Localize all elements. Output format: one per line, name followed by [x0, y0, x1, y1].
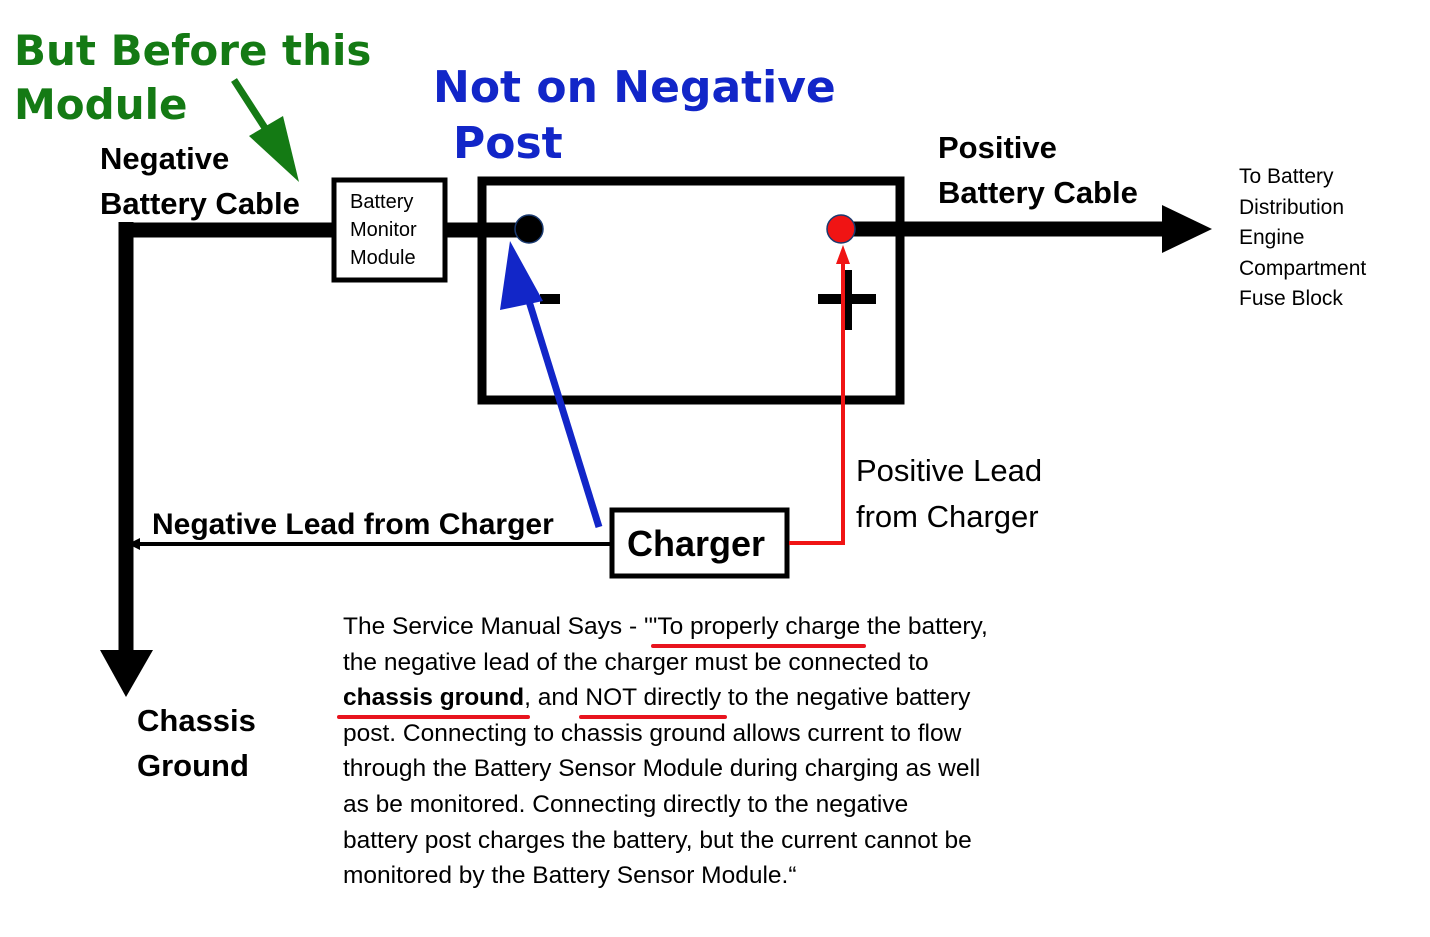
- charger-label: Charger: [627, 523, 766, 564]
- positive-terminal-symbol-v: [842, 270, 852, 330]
- quote-text: the battery,: [860, 613, 988, 640]
- battery-box: [477, 176, 905, 405]
- negative-lead-arrowhead: [128, 538, 140, 550]
- negative-battery-cable-label: Negative Battery Cable: [100, 136, 300, 226]
- quote-line: battery post charges the battery, but th…: [343, 826, 972, 854]
- chassis-ground-label: Chassis Ground: [137, 698, 256, 788]
- annotation-but-before-this-module: But Before this Module: [14, 24, 371, 132]
- negative-cable-label-line1: Negative: [100, 141, 230, 176]
- positive-lead-arrowhead: [836, 245, 850, 264]
- destination-line: Distribution: [1239, 195, 1345, 219]
- destination-line: To Battery: [1239, 165, 1334, 188]
- underlined-chassis-ground: chassis ground: [343, 684, 525, 712]
- quote-text: , and: [524, 684, 586, 712]
- module-label-line3: Module: [350, 247, 416, 269]
- blue-arrow-head: [500, 241, 543, 310]
- quote-line: through the Battery Sensor Module during…: [343, 755, 981, 783]
- negative-lead-label: Negative Lead from Charger: [152, 508, 554, 541]
- quote-line: monitored by the Battery Sensor Module.“: [343, 862, 797, 890]
- battery-monitor-module-label: Battery Monitor Module: [350, 188, 417, 272]
- quote-text: to the negative battery: [721, 684, 971, 712]
- positive-battery-cable-label: Positive Battery Cable: [938, 125, 1138, 215]
- destination-line: Fuse Block: [1239, 287, 1343, 310]
- underlined-to-properly-charge: To properly charge: [657, 613, 861, 640]
- positive-post: [826, 214, 856, 244]
- quote-line: the negative lead of the charger must be…: [343, 648, 929, 676]
- quote-line: post. Connecting to chassis ground allow…: [343, 719, 962, 747]
- annotation-green-line2: Module: [14, 80, 188, 129]
- service-manual-quote: The Service Manual Says - '"To properly …: [343, 609, 1083, 894]
- module-label-line2: Monitor: [350, 219, 417, 241]
- positive-lead-label: Positive Lead from Charger: [856, 448, 1042, 540]
- green-arrow-head: [249, 116, 299, 182]
- annotation-not-on-negative-post: Not on Negative Post: [433, 60, 836, 172]
- annotation-blue-line1: Not on Negative: [433, 62, 836, 113]
- destination-label: To Battery Distribution Engine Compartme…: [1239, 162, 1366, 315]
- positive-lead-label-line2: from Charger: [856, 499, 1039, 534]
- chassis-ground-arrowhead: [100, 650, 153, 697]
- destination-line: Engine: [1239, 226, 1305, 249]
- negative-cable-label-line2: Battery Cable: [100, 186, 300, 221]
- negative-post: [514, 214, 544, 244]
- chassis-ground-label-line1: Chassis: [137, 703, 256, 738]
- negative-terminal-symbol: [540, 294, 560, 304]
- quote-line: The Service Manual Says - '"To properly …: [343, 609, 1083, 645]
- battery-monitor-module-box: [331, 177, 448, 283]
- annotation-blue-line2: Post: [453, 118, 563, 169]
- positive-lead-label-line1: Positive Lead: [856, 453, 1043, 488]
- quote-line: chassis ground, and NOT directly to the …: [343, 680, 1083, 716]
- destination-line: Compartment: [1239, 256, 1367, 280]
- quote-line: as be monitored. Connecting directly to …: [343, 790, 909, 818]
- blue-arrow-shaft: [524, 296, 603, 529]
- positive-cable-label-line1: Positive: [938, 130, 1057, 165]
- annotation-green-line1: But Before this: [14, 26, 372, 75]
- module-label-line1: Battery: [350, 191, 414, 213]
- underlined-not-directly: NOT directly: [585, 684, 722, 712]
- positive-lead-line: [789, 262, 845, 545]
- positive-cable-arrowhead: [1162, 205, 1212, 253]
- positive-cable-label-line2: Battery Cable: [938, 175, 1138, 210]
- quote-text: The Service Manual Says - '": [343, 613, 658, 640]
- chassis-ground-label-line2: Ground: [137, 748, 249, 783]
